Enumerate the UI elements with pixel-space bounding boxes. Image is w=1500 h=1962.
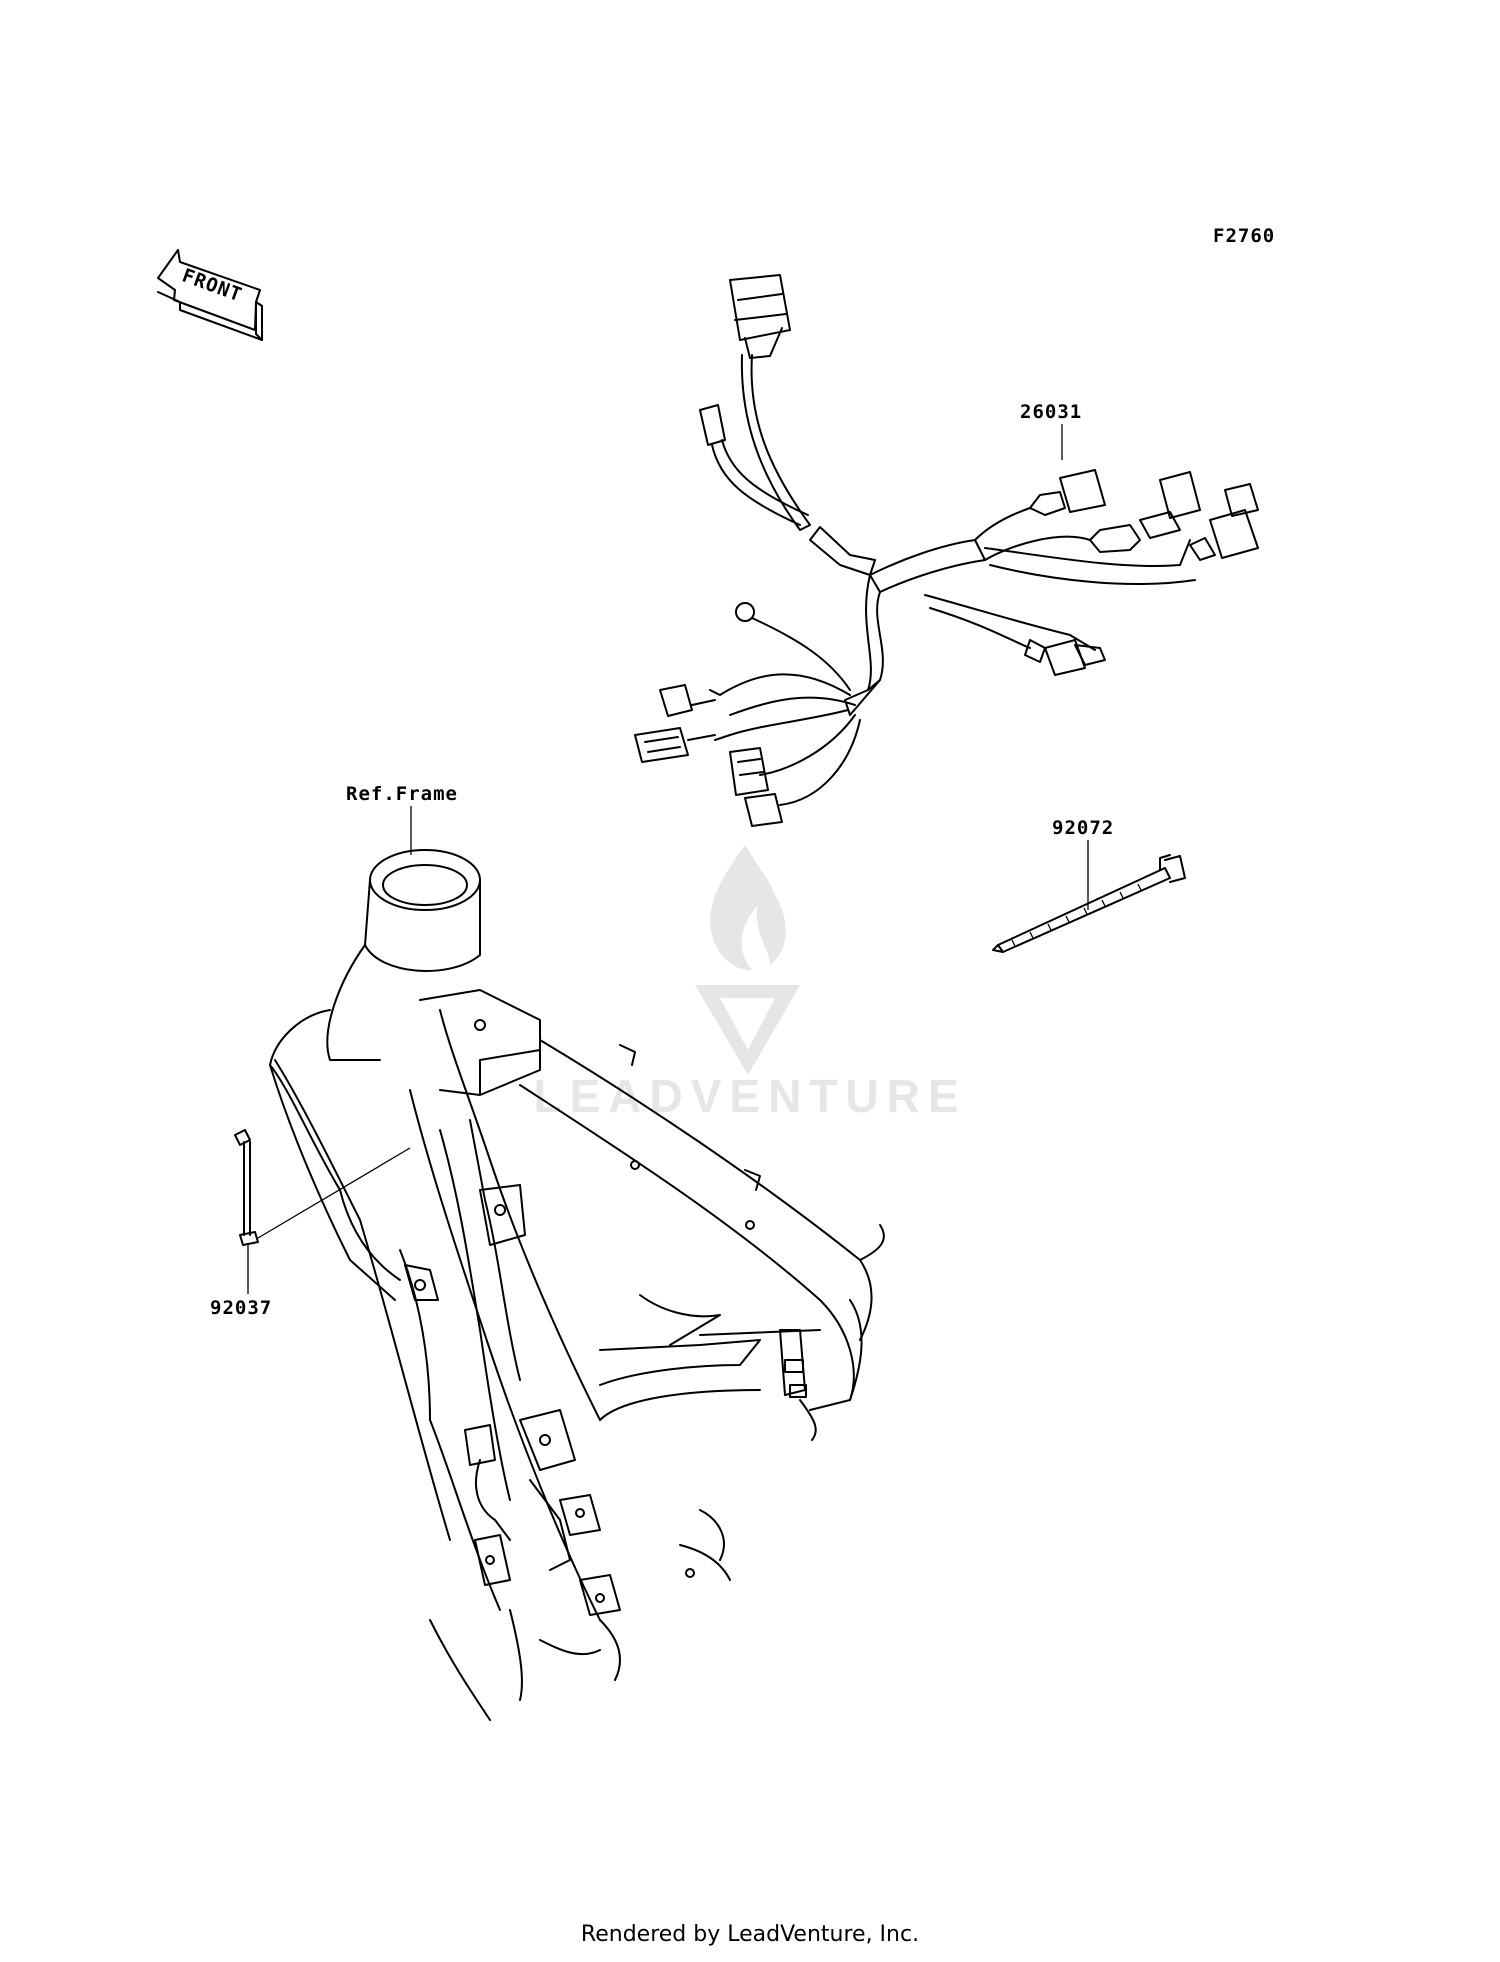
front-arrow-icon: FRONT [157,249,263,341]
cable-band [992,854,1186,953]
reference-frame [269,849,885,1721]
callout-clamp: 92037 [210,1245,272,1319]
callout-clamp-label: 92037 [210,1297,272,1319]
cable-clamp [234,1129,411,1246]
callout-harness-label: 26031 [1020,401,1082,423]
watermark-v-icon [695,985,800,1075]
callout-frame-label: Ref.Frame [346,783,458,805]
front-arrow-label: FRONT [179,264,245,306]
footer-credit: Rendered by LeadVenture, Inc. [580,1922,920,1947]
wiring-harness [634,274,1259,827]
watermark: LEADVENTURE [533,845,966,1122]
callout-band: 92072 [1052,817,1114,910]
watermark-flame-icon [710,845,786,971]
callout-harness: 26031 [1020,401,1082,460]
watermark-text: LEADVENTURE [533,1070,966,1122]
callout-band-label: 92072 [1052,817,1114,839]
callout-frame: Ref.Frame [346,783,458,855]
diagram-code: F2760 [1213,225,1275,247]
